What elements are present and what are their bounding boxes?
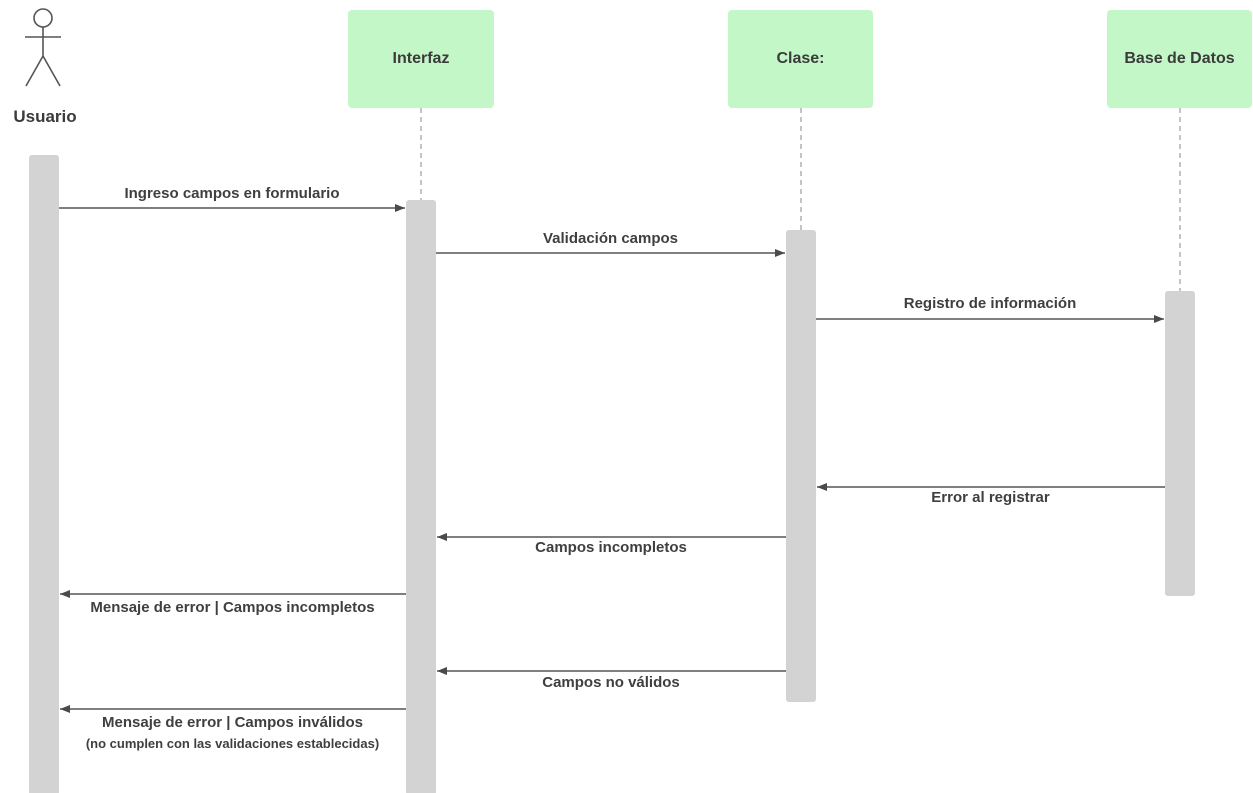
activation-bar-interfaz <box>406 200 436 793</box>
participant-base-datos: Base de Datos <box>1107 10 1252 108</box>
participant-clase: Clase: <box>728 10 873 108</box>
activation-bar-usuario <box>29 155 59 793</box>
message-sublabel-8: (no cumplen con las validaciones estable… <box>85 736 380 751</box>
message-label-7: Campos no válidos <box>542 674 680 691</box>
participant-label-base-datos: Base de Datos <box>1124 50 1235 67</box>
participant-interfaz: Interfaz <box>348 10 494 108</box>
message-label-8: Mensaje de error | Campos inválidos <box>102 714 363 731</box>
actor-label-usuario: Usuario <box>13 107 77 126</box>
message-label-2: Validación campos <box>542 230 679 247</box>
message-label-1: Ingreso campos en formulario <box>124 185 340 202</box>
message-label-5: Campos incompletos <box>535 539 687 556</box>
message-label-4: Error al registrar <box>931 489 1050 506</box>
participant-label-interfaz: Interfaz <box>392 50 450 67</box>
message-label-3: Registro de información <box>903 295 1077 312</box>
participant-label-clase: Clase: <box>776 50 825 67</box>
activation-bar-clase <box>786 230 816 702</box>
message-label-6: Mensaje de error | Campos incompletos <box>90 599 375 616</box>
user-actor-icon <box>25 8 61 87</box>
activation-bar-base-datos <box>1165 291 1195 596</box>
